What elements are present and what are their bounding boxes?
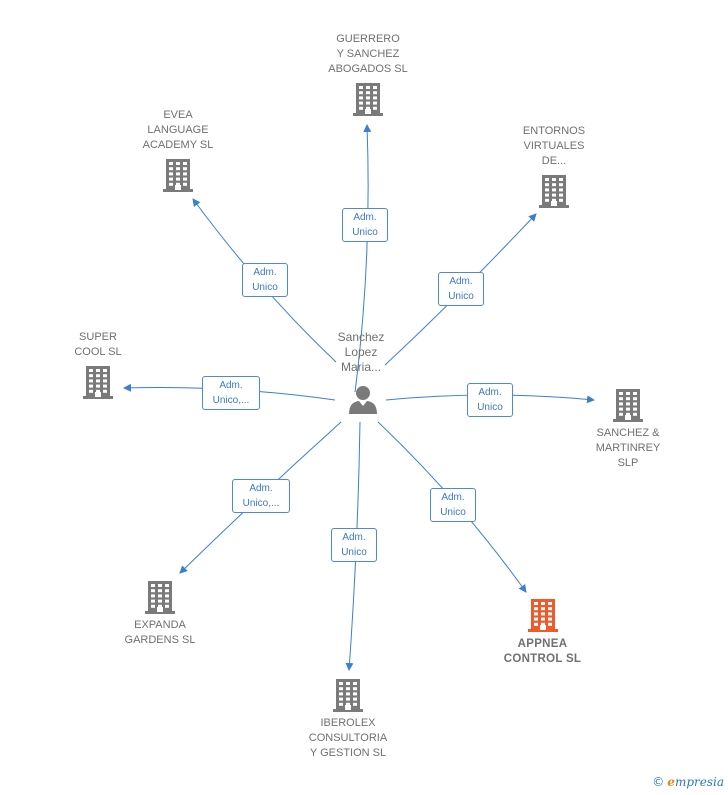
company-label: IBEROLEX CONSULTORIA Y GESTION SL	[308, 717, 388, 759]
company-node-entornos[interactable]: ENTORNOS VIRTUALES DE...	[504, 124, 604, 208]
role-badge-appnea[interactable]: Adm. Unico	[430, 488, 476, 522]
building-icon	[163, 159, 193, 192]
role-badge-evea[interactable]: Adm. Unico	[242, 263, 288, 297]
building-icon	[333, 679, 363, 712]
center-person-name[interactable]: Sanchez Lopez Maria...	[337, 330, 385, 374]
company-label: APPNEA CONTROL SL	[503, 638, 582, 665]
company-node-appnea[interactable]: APPNEA CONTROL SL	[485, 598, 600, 667]
company-node-iberolex[interactable]: IBEROLEX CONSULTORIA Y GESTION SL	[293, 678, 403, 761]
role-badge-super[interactable]: Adm. Unico,...	[202, 376, 260, 410]
building-icon	[83, 366, 113, 399]
company-label: ENTORNOS VIRTUALES DE...	[522, 125, 586, 167]
brand-initial: e	[667, 775, 675, 789]
role-badge-entornos[interactable]: Adm. Unico	[438, 272, 484, 306]
building-icon	[613, 389, 643, 422]
company-label: SUPER COOL SL	[74, 331, 122, 358]
building-icon	[353, 83, 383, 116]
copyright-symbol: ©	[652, 775, 665, 789]
brand-name: mpresia	[674, 775, 724, 789]
building-icon	[145, 581, 175, 614]
company-label: EXPANDA GARDENS SL	[124, 619, 196, 646]
brand-footer: ©empresia	[652, 775, 724, 789]
role-badge-expanda[interactable]: Adm. Unico,...	[232, 479, 290, 513]
company-node-expanda[interactable]: EXPANDA GARDENS SL	[110, 580, 210, 648]
company-node-guerrero[interactable]: GUERRERO Y SANCHEZ ABOGADOS SL	[318, 32, 418, 116]
company-node-sanchez-martinrey[interactable]: SANCHEZ & MARTINREY SLP	[578, 388, 678, 471]
company-label: SANCHEZ & MARTINREY SLP	[595, 427, 661, 469]
person-icon[interactable]	[347, 384, 379, 416]
building-icon	[527, 599, 558, 632]
edge-guerrero	[354, 124, 372, 393]
role-badge-guerrero[interactable]: Adm. Unico	[342, 208, 388, 242]
company-node-super[interactable]: SUPER COOL SL	[48, 330, 148, 399]
role-badge-iberolex[interactable]: Adm. Unico	[331, 528, 377, 562]
building-icon	[539, 175, 569, 208]
company-label: EVEA LANGUAGE ACADEMY SL	[142, 109, 214, 151]
company-node-evea[interactable]: EVEA LANGUAGE ACADEMY SL	[128, 108, 228, 192]
company-label: GUERRERO Y SANCHEZ ABOGADOS SL	[328, 33, 408, 75]
role-badge-sanchez-martinrey[interactable]: Adm. Unico	[467, 383, 513, 417]
